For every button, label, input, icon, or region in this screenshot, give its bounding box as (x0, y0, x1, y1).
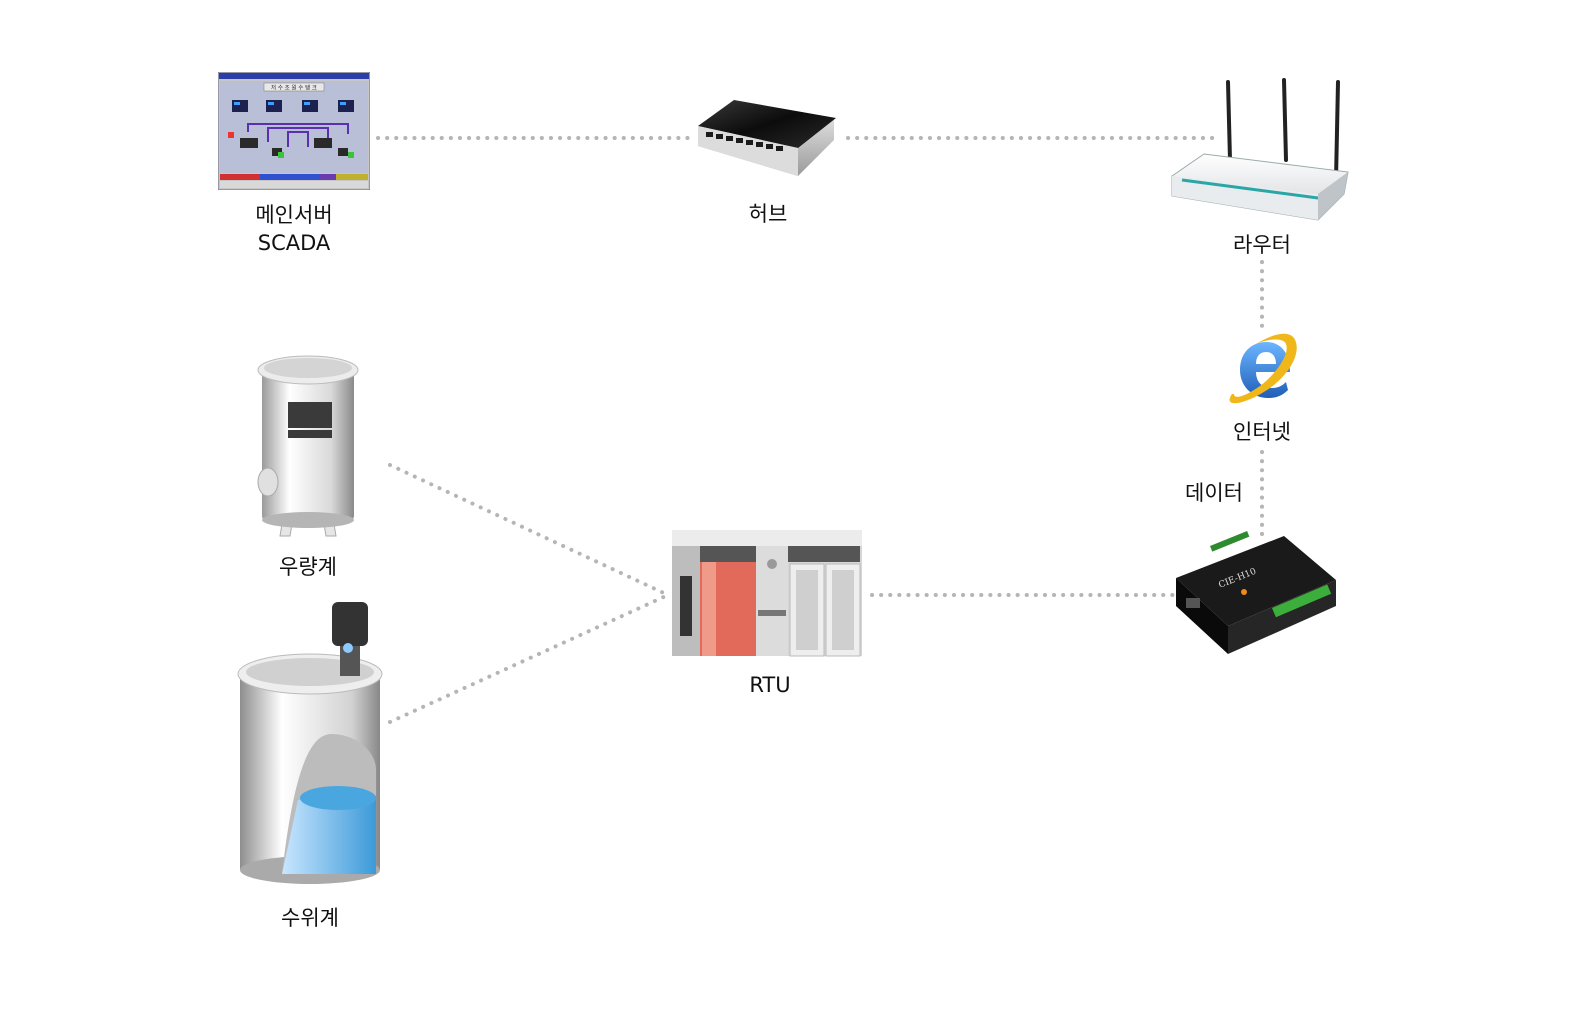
gateway-device: CIE-H10 (1172, 530, 1338, 662)
internet (1226, 332, 1300, 414)
hub-label: 허브 (748, 202, 788, 226)
connector-rain-rtu (388, 463, 670, 597)
rain-gauge (246, 346, 370, 542)
internet-label: 인터넷 (1233, 420, 1291, 444)
rain-gauge-icon (257, 355, 359, 537)
rtu-label: RTU (749, 673, 791, 697)
water-level-meter-icon (237, 602, 383, 884)
scada-label-line1: 메인서버 (255, 203, 333, 227)
gateway-module-icon: CIE-H10 (1176, 531, 1336, 654)
scada-label: 메인서버 SCADA (255, 201, 332, 257)
level-meter-label: 수위계 (281, 906, 339, 930)
router (1168, 76, 1352, 226)
connector-level-rtu (388, 593, 670, 724)
rain-gauge-label: 우량계 (279, 555, 337, 579)
scada-label-line2: SCADA (257, 231, 331, 255)
rtu-plc-icon (672, 530, 862, 657)
hub (694, 96, 842, 182)
data-link-label: 데이터 (1185, 481, 1243, 505)
internet-explorer-icon (1229, 333, 1297, 404)
scada-server: 저 수 조 원 수 탱 크 (217, 71, 371, 194)
scada-screen-title: 저 수 조 원 수 탱 크 (271, 84, 317, 92)
scada-screen-icon: 저 수 조 원 수 탱 크 (217, 71, 371, 191)
network-hub-icon (698, 100, 836, 176)
wireless-router-icon (1171, 78, 1349, 221)
rtu (672, 530, 864, 662)
router-label: 라우터 (1233, 233, 1291, 257)
level-meter (236, 600, 386, 896)
